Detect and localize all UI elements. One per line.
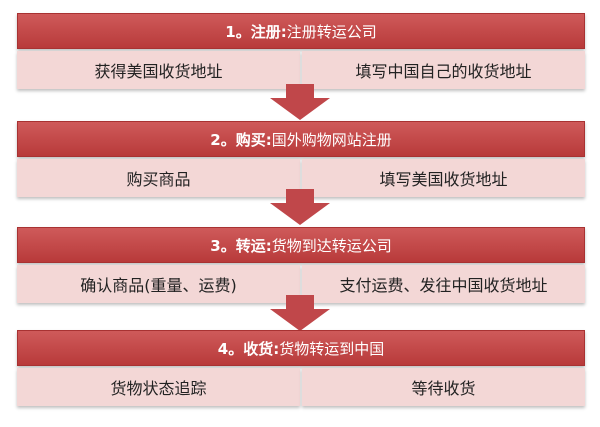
step-4-title: 4。收货: bbox=[217, 340, 280, 358]
step-1-title: 1。注册: bbox=[225, 23, 287, 41]
step-2-left-cell: 购买商品 bbox=[17, 159, 300, 197]
step-2-desc: 国外购物网站注册 bbox=[271, 131, 392, 149]
down-arrow-icon bbox=[270, 84, 330, 120]
step-3-title: 3。转运: bbox=[210, 237, 272, 255]
step-4-right-cell: 等待收货 bbox=[302, 368, 585, 406]
step-1-desc: 注册转运公司 bbox=[286, 23, 377, 41]
step-1: 1。注册:注册转运公司 获得美国收货地址 填写中国自己的收货地址 bbox=[17, 13, 585, 89]
step-1-header: 1。注册:注册转运公司 bbox=[17, 13, 585, 49]
step-3-header: 3。转运:货物到达转运公司 bbox=[17, 227, 585, 263]
step-3: 3。转运:货物到达转运公司 确认商品(重量、运费) 支付运费、发往中国收货地址 bbox=[17, 227, 585, 303]
step-3-left-cell: 确认商品(重量、运费) bbox=[17, 265, 300, 303]
step-3-desc: 货物到达转运公司 bbox=[271, 237, 392, 255]
step-3-right-cell: 支付运费、发往中国收货地址 bbox=[302, 265, 585, 303]
down-arrow-icon bbox=[270, 295, 330, 331]
step-4-left-cell: 货物状态追踪 bbox=[17, 368, 300, 406]
step-2-title: 2。购买: bbox=[210, 131, 272, 149]
down-arrow-icon bbox=[270, 189, 330, 225]
step-4-desc: 货物转运到中国 bbox=[279, 340, 385, 358]
step-2: 2。购买:国外购物网站注册 购买商品 填写美国收货地址 bbox=[17, 121, 585, 197]
step-1-right-cell: 填写中国自己的收货地址 bbox=[302, 51, 585, 89]
step-2-right-cell: 填写美国收货地址 bbox=[302, 159, 585, 197]
step-4: 4。收货:货物转运到中国 货物状态追踪 等待收货 bbox=[17, 330, 585, 406]
step-4-header: 4。收货:货物转运到中国 bbox=[17, 330, 585, 366]
step-2-header: 2。购买:国外购物网站注册 bbox=[17, 121, 585, 157]
step-1-left-cell: 获得美国收货地址 bbox=[17, 51, 300, 89]
